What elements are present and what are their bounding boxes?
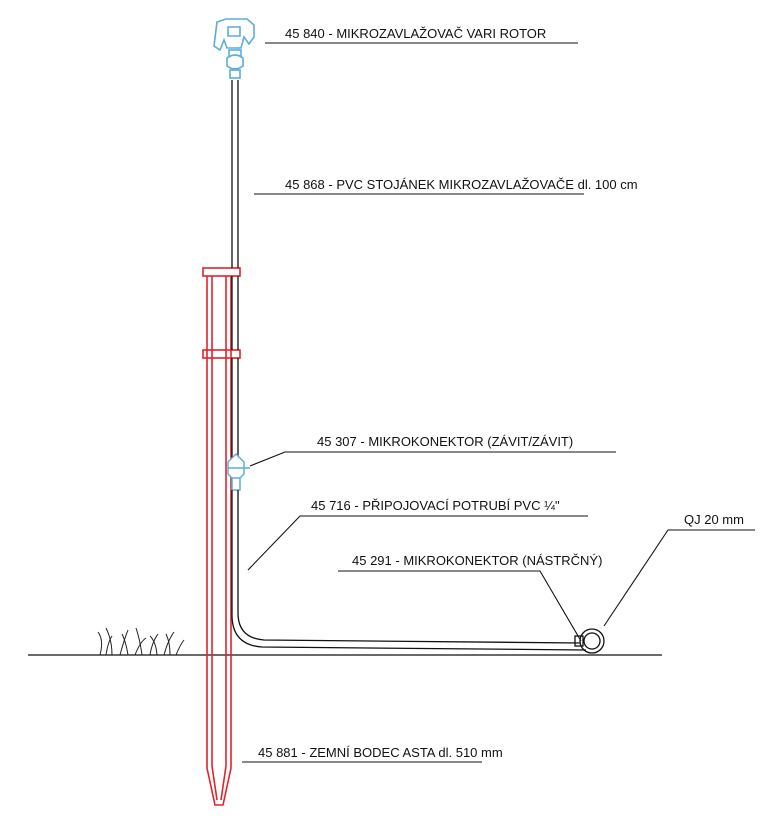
label-main-pipe: QJ 20 mm <box>684 512 744 527</box>
connecting-pipe <box>231 490 587 651</box>
label-stake: 45 881 - ZEMNÍ BODEC ASTA dl. 510 mm <box>258 745 503 760</box>
thread-connector-icon <box>227 452 250 491</box>
label-connector-barb: 45 291 - MIKROKONEKTOR (NÁSTRČNÝ) <box>352 553 602 568</box>
sprinkler-head-icon <box>213 18 255 79</box>
label-pipe: 45 716 - PŘIPOJOVACÍ POTRUBÍ PVC ¼" <box>311 498 560 513</box>
label-stand: 45 868 - PVC STOJÁNEK MIKROZAVLAŽOVAČE d… <box>285 177 638 192</box>
ground-stake <box>202 267 241 806</box>
grass-icon <box>97 627 185 656</box>
leader-lines <box>242 42 755 763</box>
pvc-stand-tube <box>231 80 239 458</box>
label-rotor: 45 840 - MIKROZAVLAŽOVAČ VARI ROTOR <box>285 26 546 41</box>
main-pipe-cross-section <box>574 628 605 654</box>
label-connector-thread: 45 307 - MIKROKONEKTOR (ZÁVIT/ZÁVIT) <box>317 434 573 449</box>
